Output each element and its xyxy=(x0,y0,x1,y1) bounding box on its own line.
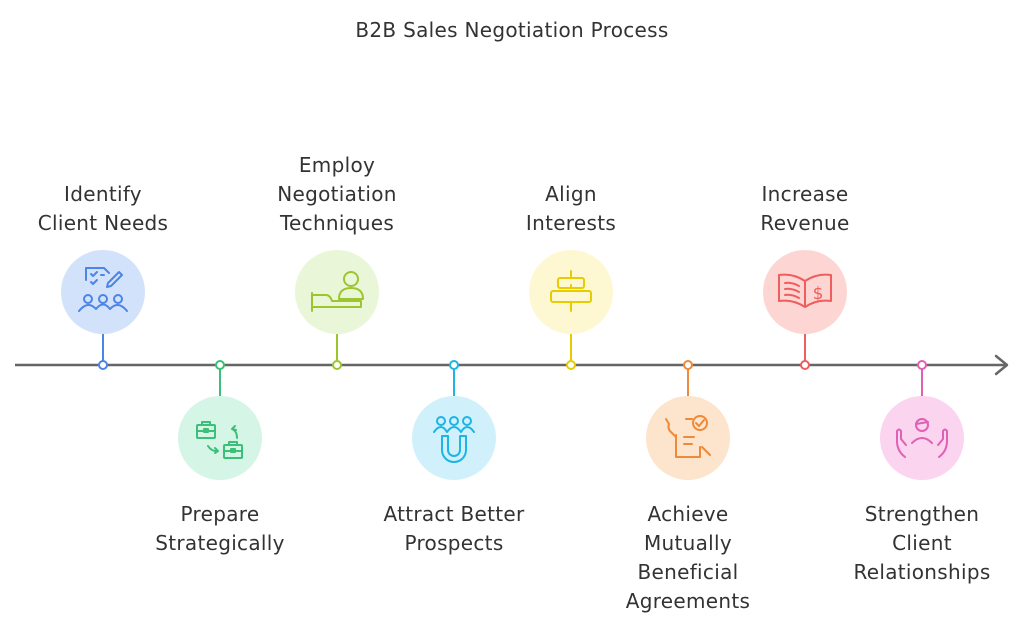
step-label-line: Negotiation xyxy=(277,182,397,206)
briefcase-exchange-icon xyxy=(196,421,243,459)
icon-circle xyxy=(412,396,496,480)
diagram-title: B2B Sales Negotiation Process xyxy=(355,18,669,42)
step-label-line: Align xyxy=(545,182,597,206)
step-label-line: Relationships xyxy=(853,560,991,584)
timeline-step xyxy=(295,250,379,370)
timeline-step xyxy=(529,250,613,370)
magnet-people-icon xyxy=(433,416,475,463)
timeline-marker xyxy=(800,360,810,370)
timeline-step xyxy=(61,250,145,370)
person-desk-icon xyxy=(311,271,364,312)
timeline-step xyxy=(880,360,964,480)
step-label-line: Identify xyxy=(64,182,142,206)
step-label-line: Revenue xyxy=(760,211,850,235)
step-label-line: Interests xyxy=(525,211,617,235)
timeline-step xyxy=(646,360,730,480)
timeline-step xyxy=(178,360,262,480)
icon-circle xyxy=(61,250,145,334)
step-label-line: Achieve xyxy=(647,502,729,526)
timeline-marker xyxy=(449,360,459,370)
timeline-marker xyxy=(215,360,225,370)
timeline-marker xyxy=(98,360,108,370)
step-label-line: Employ xyxy=(298,153,376,177)
step-label-line: Client Needs xyxy=(37,211,169,235)
step-label-line: Strengthen xyxy=(864,502,980,526)
timeline-step: $ xyxy=(763,250,847,370)
timeline-axis xyxy=(15,354,1009,376)
timeline-marker xyxy=(332,360,342,370)
icon-circle xyxy=(178,396,262,480)
step-label-line: Strategically xyxy=(155,531,285,555)
align-center-icon xyxy=(550,270,592,312)
timeline-marker xyxy=(566,360,576,370)
timeline-step xyxy=(412,360,496,480)
signed-agreement-icon xyxy=(665,415,711,458)
caring-hands-icon xyxy=(896,418,948,458)
step-label-line: Attract Better xyxy=(383,502,525,526)
timeline-marker xyxy=(683,360,693,370)
step-label-line: Client xyxy=(892,531,952,555)
svg-text:$: $ xyxy=(813,284,824,304)
revenue-book-icon: $ xyxy=(778,273,832,308)
icon-circle xyxy=(295,250,379,334)
timeline-marker xyxy=(917,360,927,370)
step-label-line: Prospects xyxy=(404,531,504,555)
arrow-head-icon xyxy=(994,354,1009,376)
step-label-line: Increase xyxy=(761,182,849,206)
step-label-line: Agreements xyxy=(625,589,751,613)
step-label-line: Prepare xyxy=(180,502,260,526)
step-label-line: Beneficial xyxy=(637,560,739,584)
step-label-line: Techniques xyxy=(279,211,395,235)
step-label-line: Mutually xyxy=(643,531,733,555)
checklist-team-icon xyxy=(78,267,128,312)
